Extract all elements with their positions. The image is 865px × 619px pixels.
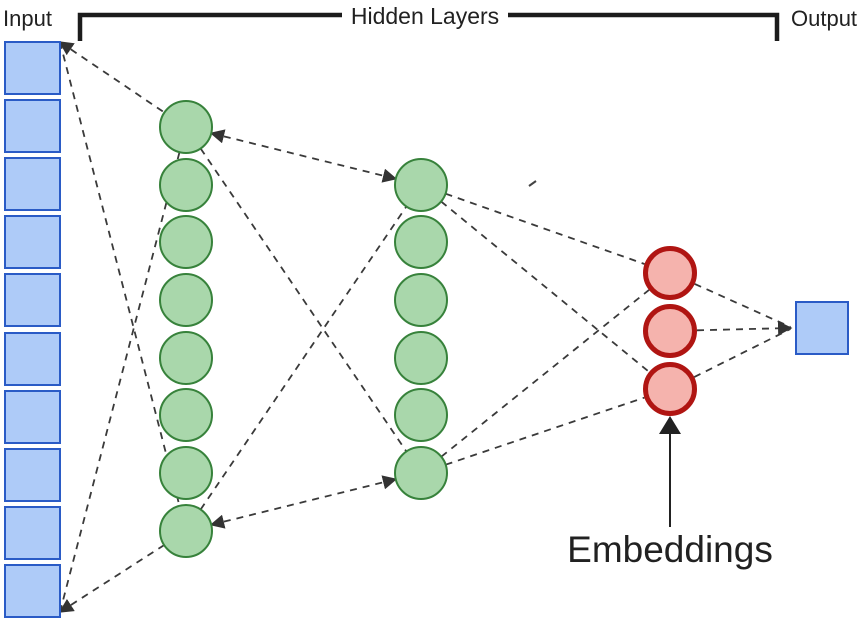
hidden1-node (159, 388, 213, 442)
input-square (4, 448, 61, 502)
embeddings-arrowhead-icon (659, 416, 681, 434)
output-label: Output (791, 6, 857, 31)
input-square (4, 41, 61, 95)
input-label: Input (3, 6, 52, 31)
input-square (4, 506, 61, 560)
input-square (4, 273, 61, 327)
output-square (795, 301, 849, 355)
hidden2-node (394, 331, 448, 385)
hidden1-node (159, 158, 213, 212)
embeddings-label: Embeddings (567, 529, 773, 570)
embedding-node (643, 304, 697, 358)
hidden-layers-label: Hidden Layers (351, 3, 499, 29)
connection-h1-bottom-to-h2-top (199, 205, 408, 511)
connection-h1-top-to-h2-bottom (199, 147, 408, 453)
connection-h1-top-to-h2-top (209, 129, 398, 183)
hidden1-node (159, 100, 213, 154)
connection-h2-top-to-emb-3 (440, 200, 650, 373)
connection-h2-top-to-emb-1 (445, 192, 645, 265)
input-square (4, 157, 61, 211)
connection-input-bottom-to-h1-top (59, 151, 181, 613)
input-square (4, 332, 61, 386)
input-square (4, 564, 61, 618)
hidden1-node (159, 331, 213, 385)
hidden1-node (159, 273, 213, 327)
connection-h1-bottom-to-h2-bottom (209, 475, 398, 529)
input-square (4, 390, 61, 444)
stray-mark (528, 180, 537, 187)
connection-input-top-to-h1-top (58, 41, 165, 114)
connection-emb-1-to-output (694, 283, 791, 328)
connection-emb-3-to-output (693, 328, 791, 378)
hidden2-node (394, 273, 448, 327)
connection-h2-bottom-to-emb-1 (440, 289, 650, 458)
hidden-layers-bracket (77, 12, 780, 41)
embedding-node (643, 362, 697, 416)
hidden2-node (394, 446, 448, 500)
hidden2-node (394, 388, 448, 442)
connection-h2-bottom-to-emb-3 (445, 396, 645, 466)
embedding-node (643, 246, 697, 300)
connection-emb-2-to-output (696, 321, 793, 336)
hidden1-node (159, 504, 213, 558)
hidden2-node (394, 215, 448, 269)
input-square (4, 99, 61, 153)
input-square (4, 215, 61, 269)
hidden2-node (394, 158, 448, 212)
hidden1-node (159, 446, 213, 500)
connection-input-top-to-h1-bottom (59, 41, 181, 507)
hidden1-node (159, 215, 213, 269)
